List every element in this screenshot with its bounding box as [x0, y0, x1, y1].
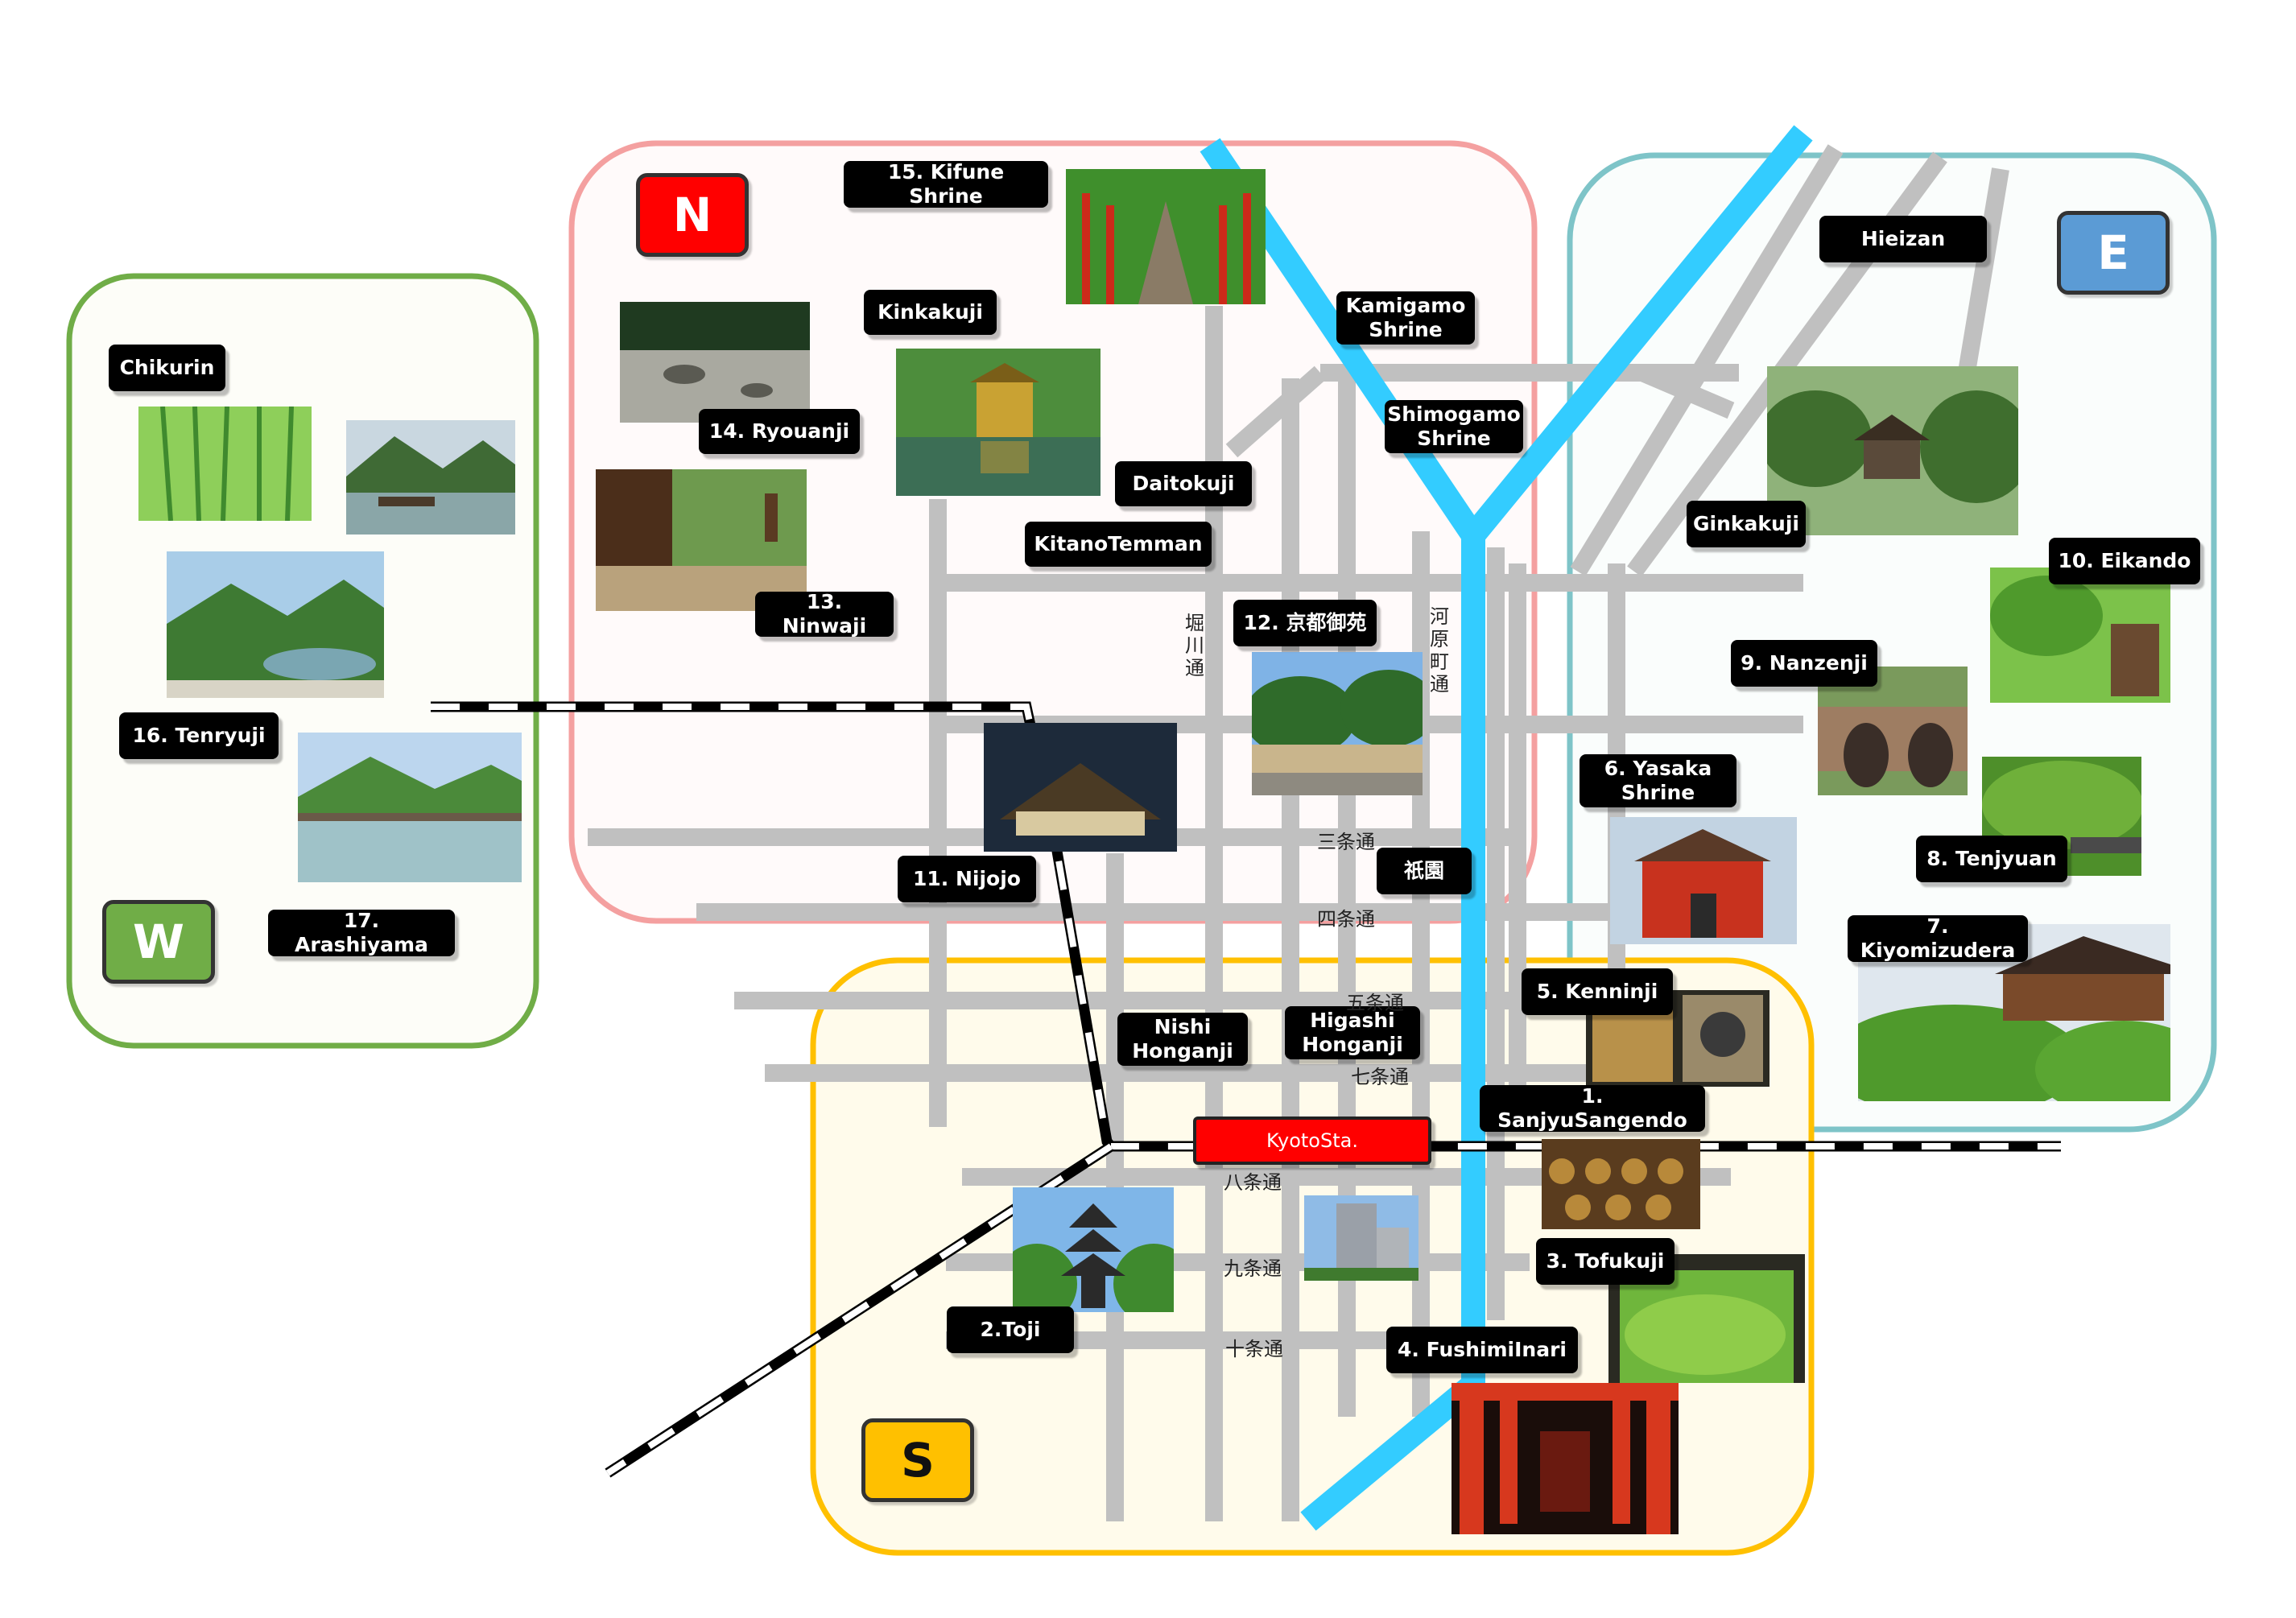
spot-label-nanzenji: 9. Nanzenji [1731, 640, 1877, 687]
spot-label-arashiyama: 17. Arashiyama [268, 909, 455, 956]
photo-arashiyama [298, 733, 522, 882]
spot-label-tenryuji: 16. Tenryuji [119, 712, 279, 759]
spot-label-gosho: 12. 京都御苑 [1233, 600, 1377, 646]
spot-label-tenjyuan: 8. Tenjyuan [1916, 836, 2067, 882]
photo-fushimi-inari [1452, 1383, 1679, 1534]
spot-label-hieizan: Hieizan [1819, 216, 1987, 262]
zone-badge-west: W [102, 900, 215, 984]
photo-sanjyusangendo [1542, 1139, 1700, 1229]
spot-label-kitano: KitanoTemman [1025, 522, 1212, 567]
photo-nijojo [984, 723, 1177, 852]
street-label-jujo: 十条通 [1225, 1338, 1283, 1360]
photo-eikando [1990, 568, 2170, 703]
spot-label-kifune: 15. Kifune Shrine [844, 160, 1048, 208]
photo-ninwaji [596, 469, 807, 611]
photo-ryouanji [620, 302, 810, 423]
spot-label-gion: 祇園 [1377, 848, 1472, 894]
spot-label-kamigamo: Kamigamo Shrine [1336, 291, 1475, 345]
spot-label-kiyomizudera: 7. Kiyomizudera [1848, 914, 2028, 962]
street-label-kawaramachi: 河原町通 [1430, 605, 1449, 695]
photo-nanzenji [1818, 667, 1968, 795]
zone-badge-south: S [861, 1418, 974, 1502]
zone-letter: W [133, 914, 184, 969]
spot-label-nijojo: 11. Nijojo [898, 856, 1036, 902]
spot-label-daitokuji: Daitokuji [1115, 461, 1252, 506]
photo-gosho [1252, 652, 1423, 795]
zone-badge-north: N [636, 173, 749, 257]
kyoto-station-label: KyotoSta. [1193, 1117, 1431, 1165]
spot-label-eikando: 10. Eikando [2049, 538, 2200, 584]
street-label-kujo: 九条通 [1224, 1257, 1282, 1280]
spot-label-ginkakuji: Ginkakuji [1687, 501, 1806, 547]
spot-label-toji: 2.Toji [947, 1306, 1074, 1353]
zone-letter: N [672, 188, 712, 242]
street-label-horikawa: 堀川通 [1185, 612, 1204, 679]
photo-kinkakuji [896, 349, 1101, 496]
street-label-shijo: 四条通 [1317, 908, 1375, 931]
zone-letter: E [2097, 225, 2129, 280]
spot-label-kinkakuji: Kinkakuji [864, 290, 997, 335]
spot-label-ninwaji: 13. Ninwaji [755, 590, 894, 638]
photo-yasaka-shrine [1610, 817, 1797, 944]
photo-chikurin [138, 407, 312, 521]
spot-label-yasaka: 6. Yasaka Shrine [1580, 754, 1736, 807]
photo-river-boats [346, 420, 515, 535]
photo-tenjyuan [1982, 757, 2141, 876]
street-label-shichijo: 七条通 [1351, 1066, 1409, 1088]
street-label-gojo: 五条通 [1346, 992, 1404, 1014]
spot-label-sanjyu: 1. SanjyuSangendo [1480, 1084, 1705, 1132]
spot-label-tofukuji: 3. Tofukuji [1536, 1238, 1675, 1285]
photo-kyoto-tower-area [1304, 1195, 1418, 1281]
photo-ginkakuji [1767, 366, 2018, 535]
zone-badge-east: E [2057, 211, 2170, 295]
street-label-sanjo: 三条通 [1317, 831, 1375, 853]
street-label-hachijo: 八条通 [1224, 1171, 1282, 1194]
photo-toji [1013, 1187, 1174, 1312]
spot-label-nishi-honganji: Nishi Honganji [1117, 1013, 1248, 1066]
spot-label-higashi-honganji: Higashi Honganji [1285, 1006, 1420, 1059]
kamo-river [1200, 125, 1813, 1531]
spot-label-shimogamo: Shimogamo Shrine [1385, 400, 1523, 453]
zone-letter: S [901, 1433, 935, 1488]
spot-label-kenninji: 5. Kenninji [1522, 968, 1673, 1015]
photo-tenryuji-garden [167, 551, 384, 698]
photo-kifune-shrine [1066, 169, 1266, 304]
spot-label-chikurin: Chikurin [109, 345, 225, 391]
spot-label-ryouanji: 14. Ryouanji [699, 409, 860, 454]
spot-label-fushimi: 4. FushimiInari [1386, 1327, 1578, 1373]
